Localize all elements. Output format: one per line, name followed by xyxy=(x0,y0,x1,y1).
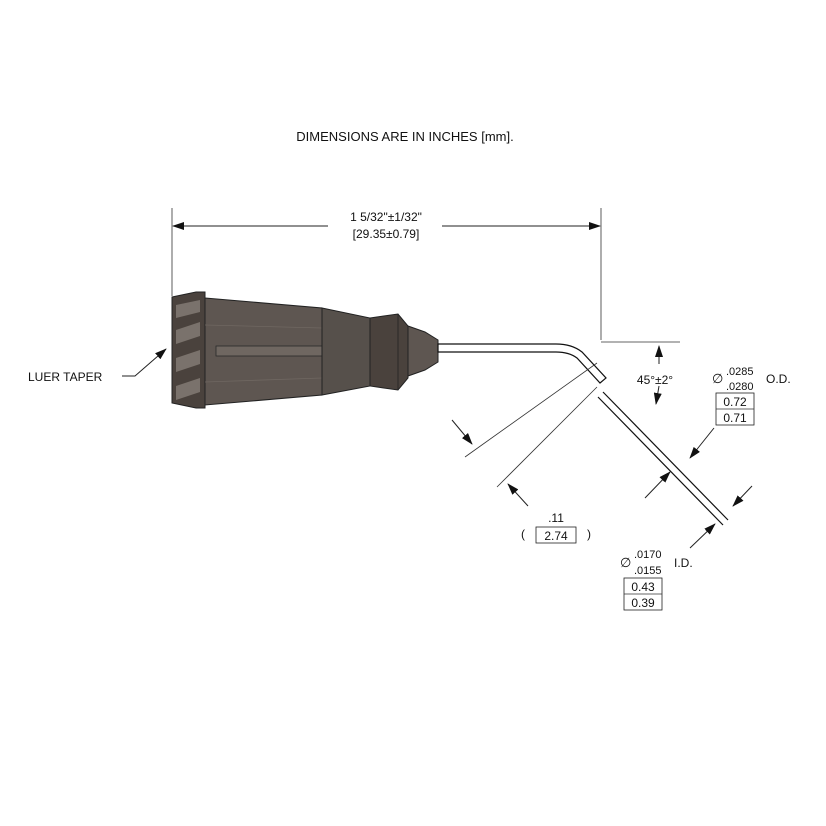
tip-extension-line-b xyxy=(496,386,598,488)
cannula-tube xyxy=(437,343,607,384)
svg-text:(: ( xyxy=(521,527,525,541)
od-upper: .0285 xyxy=(726,366,754,378)
cannula xyxy=(437,343,729,526)
length-inches: 1 5/32"±1/32" xyxy=(350,210,422,224)
od-leader-bottom xyxy=(644,471,671,499)
id-lower: .0155 xyxy=(634,565,662,577)
hub-taper xyxy=(321,307,371,396)
od-mm-upper: 0.72 xyxy=(723,395,747,409)
id-mm-lower: 0.39 xyxy=(631,596,655,610)
tip-length-inches: .11 xyxy=(548,511,564,525)
id-callout: ∅ .0170 .0155 I.D. 0.43 0.39 xyxy=(620,485,753,611)
svg-text:): ) xyxy=(587,527,591,541)
id-diameter-symbol: ∅ xyxy=(620,555,631,570)
id-label: I.D. xyxy=(674,556,693,570)
length-mm: [29.35±0.79] xyxy=(353,227,420,241)
hub-flange xyxy=(171,291,206,409)
flange-thread xyxy=(176,378,200,400)
hub-collar xyxy=(369,313,409,391)
od-label: O.D. xyxy=(766,372,791,386)
id-leader-bottom xyxy=(689,523,716,549)
od-mm-lower: 0.71 xyxy=(723,411,747,425)
tip-length-mm: 2.74 xyxy=(544,529,568,543)
tip-extension-line-a xyxy=(464,362,598,458)
id-mm-upper: 0.43 xyxy=(631,580,655,594)
luer-taper-label: LUER TAPER xyxy=(28,370,103,384)
id-upper: .0170 xyxy=(634,549,662,561)
angle-value: 45°±2° xyxy=(637,373,673,387)
tip-length-dimension: ( ) .11 2.74 xyxy=(451,362,598,544)
luer-taper-callout: LUER TAPER xyxy=(28,348,167,384)
od-lower: .0280 xyxy=(726,381,754,393)
flange-thread xyxy=(176,300,200,318)
od-callout: ∅ .0285 .0280 O.D. 0.72 0.71 xyxy=(644,366,791,499)
luer-hub xyxy=(171,291,439,409)
cannula-extension-outer xyxy=(602,391,729,521)
hub-nose xyxy=(407,325,439,377)
od-diameter-symbol: ∅ xyxy=(712,371,723,386)
angle-dimension: 45°±2° xyxy=(601,341,680,405)
od-leader-top xyxy=(689,427,715,459)
length-dimension: 1 5/32"±1/32" [29.35±0.79] xyxy=(171,208,602,340)
luer-leader xyxy=(122,348,167,377)
id-leader-top xyxy=(732,485,753,507)
flange-thread xyxy=(176,350,200,372)
cannula-extension-inner xyxy=(597,396,724,526)
flange-thread xyxy=(176,322,200,344)
units-note: DIMENSIONS ARE IN INCHES [mm]. xyxy=(296,129,513,144)
